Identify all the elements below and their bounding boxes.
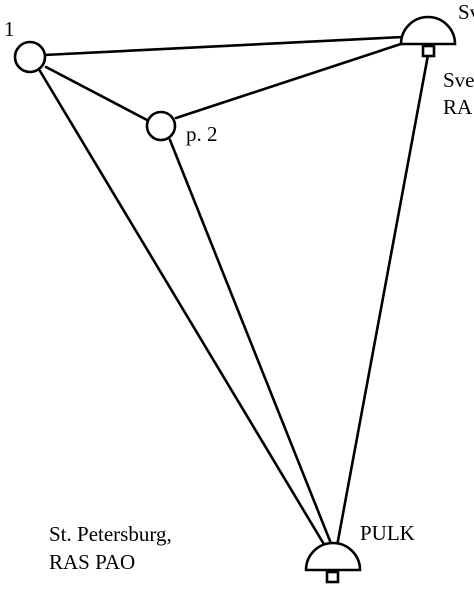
sv-station-label-line2: RA — [443, 95, 473, 119]
baseline-p1-pulk — [38, 69, 327, 548]
location-line2: RAS PAO — [49, 550, 135, 574]
sv-station-antenna-icon — [399, 15, 457, 58]
location-line1: St. Petersburg, — [49, 522, 172, 546]
point-1-marker — [13, 40, 47, 74]
baseline-p1-sv — [42, 35, 405, 57]
baseline-p2-sv — [174, 40, 409, 120]
sv-station-top-label: Sv — [458, 0, 474, 24]
pulk-label: PULK — [360, 521, 415, 545]
point-1-label: 1 — [4, 17, 15, 41]
baseline-p1-p2 — [44, 65, 149, 122]
point-2-marker — [145, 110, 177, 142]
sv-station-label-line1: Sve — [443, 68, 474, 92]
baseline-p2-pulk — [168, 138, 334, 548]
point-2-label: p. 2 — [186, 122, 218, 146]
baseline-sv-pulk — [335, 53, 430, 548]
pulk-antenna-icon — [304, 541, 362, 584]
